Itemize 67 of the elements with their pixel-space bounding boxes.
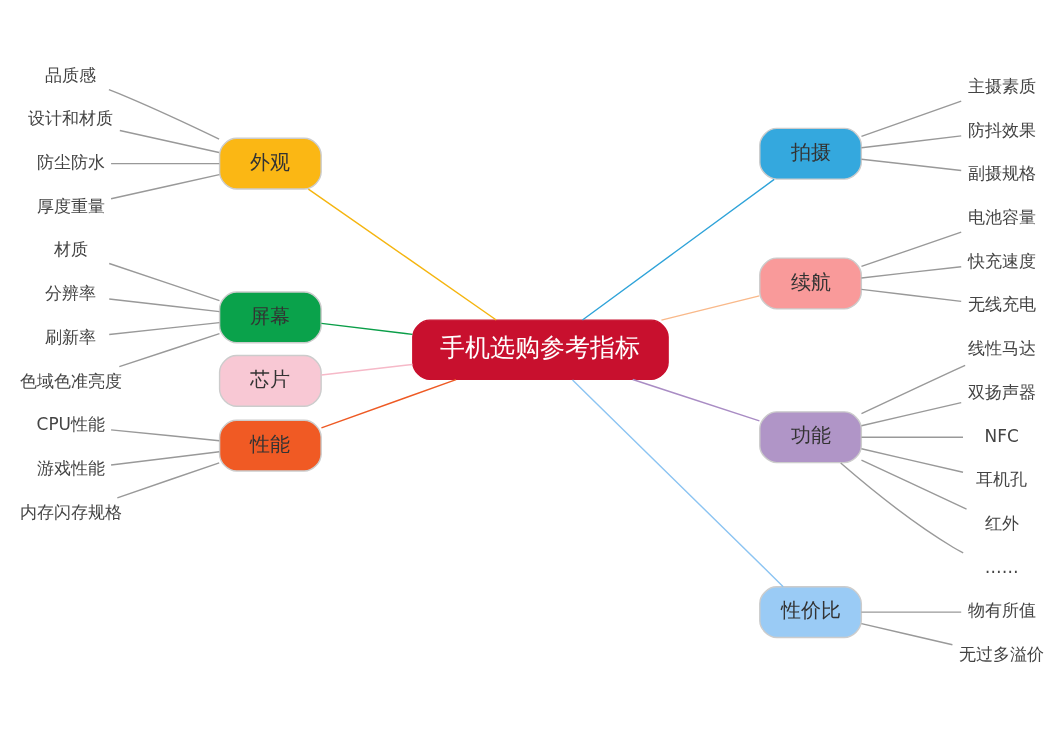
connector <box>119 129 220 154</box>
connector <box>860 622 954 646</box>
connector <box>108 262 221 302</box>
node-box: 屏幕 <box>218 291 322 344</box>
connector <box>116 462 220 499</box>
node-text: 无过多溢价 <box>959 644 1045 665</box>
connector <box>860 158 962 172</box>
connector <box>860 436 964 438</box>
node-box: 芯片 <box>218 354 322 407</box>
node-text: 防抖效果 <box>967 119 1036 140</box>
node-text: 防尘防水 <box>36 151 105 172</box>
node-box: 拍摄 <box>759 127 863 180</box>
node-text: 设计和材质 <box>28 108 114 129</box>
connector <box>110 173 220 200</box>
connector <box>860 611 962 613</box>
node-text: 游戏性能 <box>36 458 105 479</box>
connector <box>320 378 457 429</box>
connector <box>860 135 962 149</box>
node-text: 分辨率 <box>45 283 97 304</box>
node-text: 主摄素质 <box>967 75 1036 96</box>
node-box: 功能 <box>759 411 863 464</box>
node-text: NFC <box>984 425 1019 446</box>
connector <box>660 295 761 321</box>
connector <box>118 332 221 368</box>
connector <box>108 321 221 336</box>
node-text: 刷新率 <box>45 326 97 347</box>
node-text: 品质感 <box>45 64 97 85</box>
connector <box>632 378 761 422</box>
node-text: 快充速度 <box>967 250 1036 271</box>
connector <box>860 459 968 510</box>
connector <box>571 379 784 588</box>
connector <box>110 451 220 466</box>
node-text: 材质 <box>53 239 88 260</box>
connector <box>320 322 414 336</box>
connector <box>860 231 962 268</box>
node-text: …… <box>984 556 1019 577</box>
connector <box>860 288 962 303</box>
node-text: 色域色准亮度 <box>19 370 122 391</box>
node-text: 厚度重量 <box>36 195 105 216</box>
node-text: 红外 <box>984 513 1019 534</box>
connector <box>307 188 497 321</box>
connector <box>581 178 775 321</box>
node-text: 无线充电 <box>967 294 1036 315</box>
node-text: CPU性能 <box>36 414 105 435</box>
connector <box>860 448 964 473</box>
connector <box>108 298 221 313</box>
node-text: 副摄规格 <box>967 163 1036 184</box>
connector <box>860 100 962 137</box>
node-text: 线性马达 <box>967 338 1036 359</box>
node-box: 性能 <box>218 419 322 472</box>
connector <box>108 88 220 140</box>
node-box: 性价比 <box>759 586 863 639</box>
connector <box>840 462 964 554</box>
connector <box>110 429 220 442</box>
connector <box>320 363 414 376</box>
connector <box>110 162 220 165</box>
connector <box>860 364 966 415</box>
connector <box>860 401 962 427</box>
node-box: 续航 <box>759 257 863 310</box>
node-text: 双扬声器 <box>967 381 1036 402</box>
node-text: 耳机孔 <box>976 469 1028 490</box>
node-text: 内存闪存规格 <box>19 501 122 522</box>
node-box: 手机选购参考指标 <box>412 319 669 381</box>
node-box: 外观 <box>218 137 322 190</box>
node-text: 电池容量 <box>967 206 1036 227</box>
node-text: 物有所值 <box>967 600 1036 621</box>
connector <box>860 266 962 279</box>
